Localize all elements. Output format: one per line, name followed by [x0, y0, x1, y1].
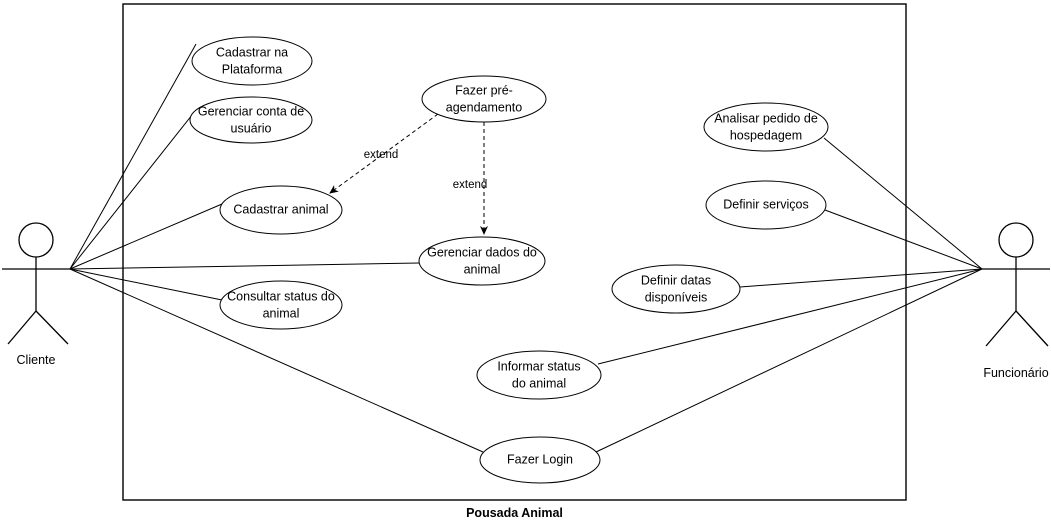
association-funcionario-uc8: [824, 209, 983, 270]
use-case-label-uc7-line2: hospedagem: [730, 128, 802, 142]
extend-label-uc3-uc5: extend: [453, 179, 488, 191]
extend-label-uc3-uc4: extend: [364, 149, 399, 161]
use-case-uc9[interactable]: Definir datas disponíveis: [611, 264, 741, 314]
actor-cliente[interactable]: Cliente: [2, 222, 70, 367]
use-case-uc2[interactable]: Gerenciar conta de usuário: [189, 96, 313, 144]
actor-cliente-leg-right: [35, 310, 69, 345]
use-case-uc5[interactable]: Gerenciar dados do animal: [418, 236, 546, 286]
use-case-label-uc4: Cadastrar animal: [233, 202, 328, 216]
use-case-label-uc11: Fazer Login: [507, 452, 573, 466]
use-case-label-uc9-line1: Definir datas: [641, 273, 711, 287]
association-cliente-uc4: [69, 203, 223, 270]
actor-cliente-head: [18, 222, 54, 258]
use-case-uc10[interactable]: Informar status do animal: [476, 350, 602, 400]
use-case-label-uc8: Definir serviços: [723, 197, 808, 211]
association-lines: [69, 43, 983, 453]
use-case-label-uc1-line2: Plataforma: [222, 62, 282, 76]
use-case-ellipse-uc3: [421, 75, 547, 123]
actor-funcionario-head: [998, 222, 1034, 258]
actor-cliente-leg-left: [7, 310, 37, 345]
use-case-label-uc5-line1: Gerenciar dados do: [427, 245, 537, 259]
system-boundary: Pousada Animal: [122, 3, 907, 520]
association-funcionario-uc7: [823, 137, 983, 270]
actor-funcionario[interactable]: Funcionário: [982, 222, 1050, 380]
use-case-ellipse-uc7: [703, 102, 829, 152]
use-case-uc1[interactable]: Cadastrar na Plataforma: [191, 36, 313, 86]
use-case-uc8[interactable]: Definir serviços: [705, 180, 827, 230]
use-case-label-uc10-line2: do animal: [512, 376, 566, 390]
use-case-uc3[interactable]: Fazer pré-agendamento: [421, 75, 547, 123]
use-case-uc7[interactable]: Analisar pedido de hospedagem: [703, 102, 829, 152]
use-case-label-uc1-line1: Cadastrar na: [216, 45, 288, 59]
use-case-label-uc5-line2: animal: [464, 262, 501, 276]
use-case-uc6[interactable]: Consultar status do animal: [219, 280, 343, 330]
association-funcionario-uc9: [739, 268, 983, 288]
extend-relationships: extend extend: [329, 113, 488, 235]
use-case-ellipse-uc6: [219, 280, 343, 330]
use-case-ellipse-uc8: [705, 180, 827, 230]
use-case-label-uc2-line1: Gerenciar conta de: [198, 104, 304, 118]
use-case-uc11[interactable]: Fazer Login: [479, 436, 601, 484]
association-cliente-uc5: [69, 262, 420, 270]
use-case-ellipse-uc2: [189, 96, 313, 144]
actor-cliente-label: Cliente: [17, 353, 56, 367]
use-case-label-uc7-line1: Analisar pedido de: [714, 111, 818, 125]
use-case-ellipse-uc11: [479, 436, 601, 484]
use-case-ellipse-uc9: [611, 264, 741, 314]
use-case-label-uc6-line1: Consultar status do: [227, 289, 335, 303]
use-case-ellipse-uc10: [476, 350, 602, 400]
use-case-ellipse-uc5: [418, 236, 546, 286]
actor-funcionario-leg-right: [1015, 310, 1049, 347]
use-case-label-uc9-line2: disponíveis: [645, 290, 708, 304]
use-case-label-uc6-line2: animal: [263, 306, 300, 320]
extend-line-uc3-uc4: [329, 113, 439, 194]
association-funcionario-uc11: [595, 268, 983, 453]
use-case-label-uc3-line1: Fazer pré-: [455, 83, 513, 97]
association-cliente-uc11: [69, 268, 484, 453]
system-boundary-label: Pousada Animal: [466, 506, 563, 520]
use-case-label-uc10-line1: Informar status: [497, 359, 580, 373]
use-case-label-uc2-line2: usuário: [231, 121, 272, 135]
use-case-ellipse-uc4: [219, 185, 343, 235]
system-boundary-rect: [122, 3, 907, 501]
association-cliente-uc6: [69, 268, 223, 301]
actor-funcionario-leg-left: [985, 310, 1017, 347]
association-funcionario-uc10: [597, 268, 983, 365]
association-cliente-uc2: [69, 114, 193, 270]
actor-funcionario-label: Funcionário: [983, 366, 1048, 380]
association-cliente-uc1: [69, 43, 197, 270]
use-case-uc4[interactable]: Cadastrar animal: [219, 185, 343, 235]
use-case-label-uc3-line2: agendamento: [446, 100, 523, 114]
use-case-ellipse-uc1: [191, 36, 313, 86]
